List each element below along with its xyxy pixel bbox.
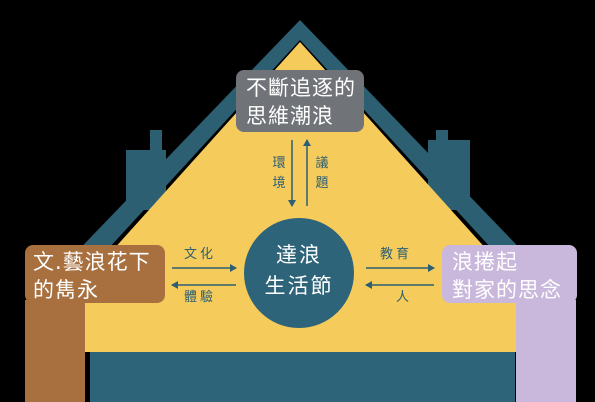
left-node-line-1: 文.藝浪花下 (33, 250, 151, 274)
label-people: 人 (396, 290, 413, 305)
left-node-line-2: 的雋永 (33, 278, 99, 302)
top-node-box: 不斷追逐的 思維潮浪 (236, 70, 364, 132)
label-experience: 體驗 (184, 290, 217, 305)
right-column (516, 300, 576, 402)
right-node-line-1: 浪捲起 (452, 250, 518, 274)
right-node-line-2: 對家的思念 (452, 278, 562, 302)
label-culture: 文化 (184, 247, 217, 262)
center-node-line-1: 達浪 (276, 243, 322, 267)
top-node-line-2: 思維潮浪 (246, 104, 334, 128)
label-environment: 環 境 (272, 156, 286, 191)
center-node-line-2: 生活節 (264, 274, 334, 298)
house-base (90, 352, 515, 402)
top-node-line-1: 不斷追逐的 (246, 76, 356, 100)
left-node-box: 文.藝浪花下 的雋永 (25, 245, 165, 303)
house-body (68, 42, 532, 352)
center-node-circle: 達浪 生活節 (244, 218, 354, 328)
right-node-box: 浪捲起 對家的思念 (442, 245, 577, 303)
label-education: 教育 (380, 247, 413, 262)
left-column (25, 300, 85, 402)
label-issues: 議 題 (315, 156, 329, 191)
